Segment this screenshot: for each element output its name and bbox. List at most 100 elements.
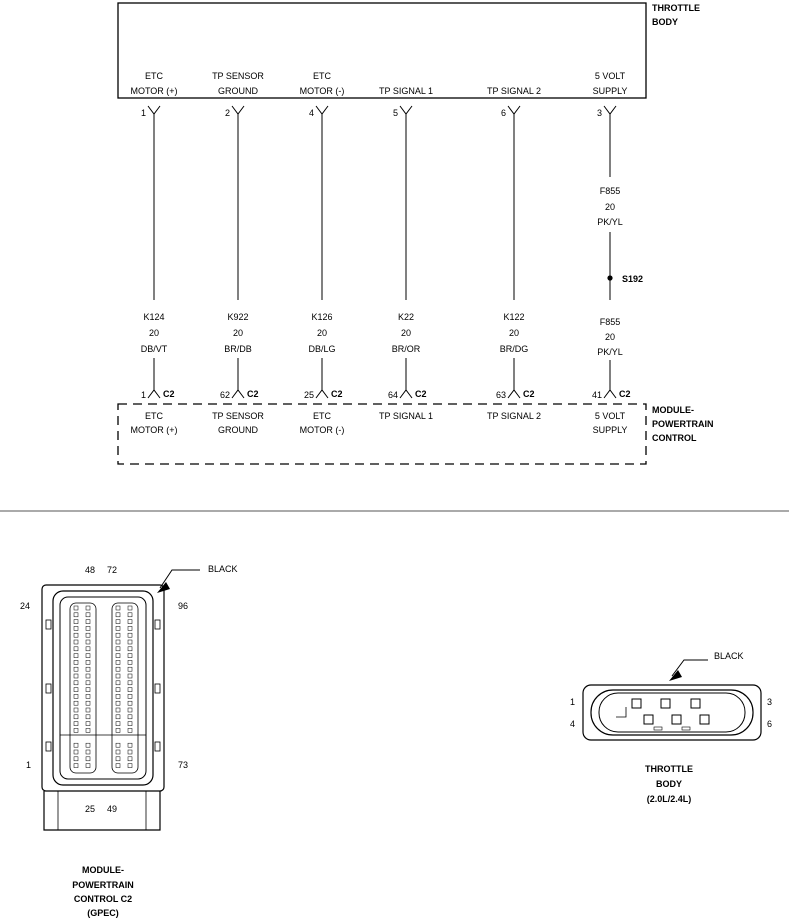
pcm-view-pin-cavity	[73, 687, 79, 692]
pcm-view-pin-cavity	[127, 763, 133, 768]
pcm-view-pin-cavity	[115, 763, 121, 768]
tb-view-caption-2: BODY	[656, 779, 682, 789]
wire-id-4: K22	[398, 312, 414, 322]
tb-view-caption-3: (2.0L/2.4L)	[647, 794, 692, 804]
tb-view-caption-1: THROTTLE	[645, 764, 693, 774]
pcm-view-pin-96: 96	[178, 601, 188, 611]
pcm-conn-4: C2	[415, 389, 427, 399]
pcm-view-pin-cavity	[115, 639, 121, 645]
pcm-view-pin-cavity	[85, 653, 91, 658]
pcm-view-pin-cavity	[85, 626, 91, 631]
pcm-view-pin-cavity	[127, 749, 133, 755]
pcm-view-pin-cavity	[85, 687, 91, 692]
pcm-view-pin-cavity	[73, 700, 79, 706]
pcm-view-pin-cavity	[127, 728, 133, 733]
pcm-view-pin-cavity	[73, 742, 79, 748]
pcm-view-pin-cavity	[115, 694, 121, 699]
pcm-view-pin-cavity	[127, 612, 133, 618]
tb-label-2b: GROUND	[218, 86, 258, 96]
splice-id: S192	[622, 274, 643, 284]
pcm-view-pin-cavity	[73, 694, 79, 699]
tb-pin-mark-4	[399, 105, 413, 115]
pcm-title-2: POWERTRAIN	[652, 419, 714, 429]
pcm-view-tab	[154, 741, 161, 752]
pcm-view-caption-1: MODULE-	[82, 865, 124, 875]
pcm-view-pin-cavity	[73, 714, 79, 720]
pcm-view-pin-cavity	[127, 687, 133, 692]
pcm-view-pin-cavity	[115, 749, 121, 755]
tb-view-pin-1: 1	[570, 697, 575, 707]
pcm-view-pin-cavity	[73, 639, 79, 645]
pcm-label-3a: ETC	[313, 411, 332, 421]
wire-id-1: K124	[143, 312, 164, 322]
pcm-view-pin-cavity	[127, 694, 133, 699]
pcm-view-pin-cavity	[85, 612, 91, 618]
tb-view-pin-6: 6	[767, 719, 772, 729]
pcm-view-pin-cavity	[85, 756, 91, 762]
pcm-view-caption-3: CONTROL C2	[74, 894, 132, 904]
pcm-label-5b: TP SIGNAL 2	[487, 411, 541, 421]
tb-pin-5: 6	[501, 108, 506, 118]
pcm-view-pin-cavity	[85, 721, 91, 726]
pcm-view-pin-cavity	[127, 632, 133, 638]
throttle-body-box	[117, 2, 647, 99]
tb-pin-3: 4	[309, 108, 314, 118]
pcm-conn-3: C2	[331, 389, 343, 399]
pcm-view-pin-cavity	[115, 632, 121, 638]
pcm-view-color-label: BLACK	[208, 564, 238, 574]
tb-pin-mark-1	[147, 105, 161, 115]
pcm-view-pin-49: 49	[107, 804, 117, 814]
pcm-view-pin-cavity	[73, 721, 79, 726]
tb-view-key	[616, 707, 627, 718]
tb-label-6a: 5 VOLT	[595, 71, 626, 81]
pcm-pin-mark-6	[603, 389, 617, 399]
tb-view-cavity	[671, 714, 682, 725]
pcm-view-pin-cavity	[127, 742, 133, 748]
pcm-view-pin-cavity	[115, 742, 121, 748]
pcm-view-pin-1: 1	[26, 760, 31, 770]
pcm-pin-mark-1	[147, 389, 161, 399]
pcm-view-caption-2: POWERTRAIN	[72, 880, 134, 890]
pcm-view-pin-cavity	[85, 666, 91, 672]
pcm-view-pin-cavity	[127, 660, 133, 665]
tb-pin-6: 3	[597, 108, 602, 118]
pcm-title-1: MODULE-	[652, 405, 694, 415]
pcm-view-pin-cavity	[85, 632, 91, 638]
pcm-view-pin-cavity	[115, 673, 121, 679]
tb-pin-mark-5	[507, 105, 521, 115]
pcm-view-tab	[45, 619, 52, 630]
pcm-label-3b: MOTOR (-)	[300, 425, 345, 435]
pcm-view-pin-cavity	[127, 666, 133, 672]
pcm-view-pin-cavity	[73, 626, 79, 631]
pcm-view-pin-cavity	[85, 749, 91, 755]
pcm-view-pin-24: 24	[20, 601, 30, 611]
tb-pin-4: 5	[393, 108, 398, 118]
pcm-view-tab	[154, 619, 161, 630]
wire-gauge-4: 20	[401, 328, 411, 338]
throttle-body-title-2: BODY	[652, 17, 678, 27]
pcm-view-housing	[41, 584, 165, 792]
throttle-body-title-1: THROTTLE	[652, 3, 700, 13]
pcm-view-arrow-icon	[157, 582, 170, 593]
pcm-view-pin-cavity	[85, 660, 91, 665]
pcm-label-1b: MOTOR (+)	[130, 425, 177, 435]
pcm-view-pin-cavity	[115, 666, 121, 672]
pcm-title-3: CONTROL	[652, 433, 697, 443]
wire-color-1: DB/VT	[141, 344, 168, 354]
pcm-view-pin-cavity	[115, 605, 121, 611]
pcm-label-6b: SUPPLY	[593, 425, 628, 435]
pcm-view-pin-cavity	[73, 666, 79, 672]
pcm-view-pin-cavity	[115, 714, 121, 720]
tb-view-housing	[582, 684, 762, 741]
tb-view-leader	[671, 659, 708, 677]
pcm-view-pin-cavity	[115, 619, 121, 624]
circuit-5-volt-supply: 5 VOLT SUPPLY 3 F855 20 PK/YL S192 F855 …	[592, 71, 643, 435]
circuit-etc-motor-minus: ETC MOTOR (-) 4 K126 20 DB/LG 25 C2 ETC …	[300, 71, 345, 435]
pcm-view-shroud-outer	[52, 590, 154, 786]
tb-label-3b: MOTOR (-)	[300, 86, 345, 96]
splice-upper-color: PK/YL	[597, 217, 623, 227]
tb-connector-view: BLACK 1 4 3 6 THROTTLE BODY (2.0L/2.4L)	[570, 651, 772, 804]
pcm-view-pin-cavity	[115, 687, 121, 692]
pcm-pin-3: 25	[304, 390, 314, 400]
tb-pin-mark-3	[315, 105, 329, 115]
